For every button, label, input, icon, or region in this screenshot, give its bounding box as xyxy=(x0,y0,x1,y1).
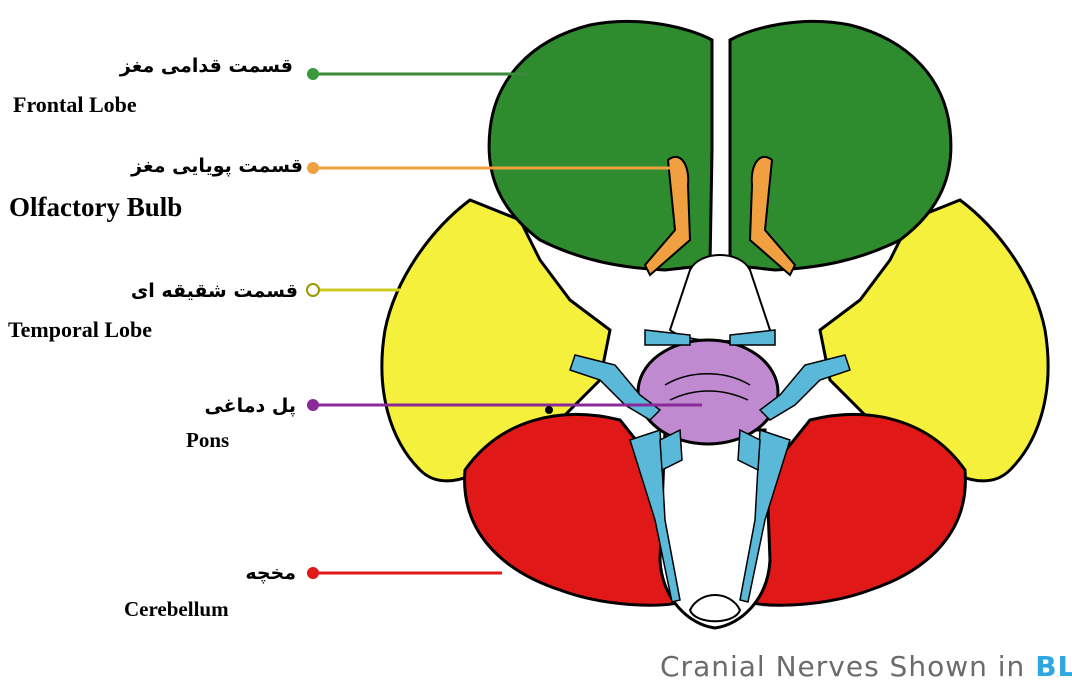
caption-prefix: Cranial Nerves Shown in xyxy=(660,650,1025,683)
pons-label-fa: پل دماغی xyxy=(170,395,296,417)
frontal-lobe-label-fa: قسمت قدامی مغز xyxy=(118,55,293,77)
caption: Cranial Nerves Shown in BLUE xyxy=(660,650,1072,683)
temporal-lobe-label-en: Temporal Lobe xyxy=(8,317,152,343)
caption-highlight: BLUE xyxy=(1035,650,1072,683)
olfactory-bulb-label-en: Olfactory Bulb xyxy=(9,192,182,223)
temporal-lobe-label-fa: قسمت شقیقه ای xyxy=(118,280,298,302)
frontal-lobe-label-en: Frontal Lobe xyxy=(13,92,137,118)
pons-label-en: Pons xyxy=(186,428,229,453)
pons xyxy=(638,340,778,444)
olfactory-bulb-label-fa: قسمت پویایی مغز xyxy=(118,155,303,177)
cerebellum-label-fa: مخچه xyxy=(200,562,296,584)
cerebellum-label-en: Cerebellum xyxy=(124,597,229,622)
